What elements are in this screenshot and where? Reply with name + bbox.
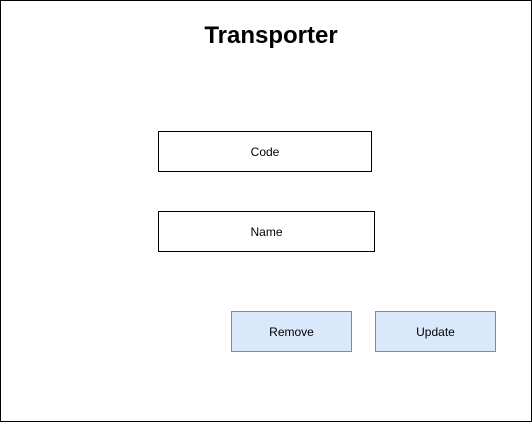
remove-button-label: Remove <box>269 324 314 339</box>
remove-button[interactable]: Remove <box>231 311 352 352</box>
code-field-label: Code <box>250 144 280 159</box>
page-title: Transporter <box>204 22 338 49</box>
update-button[interactable]: Update <box>375 311 496 352</box>
name-field[interactable]: Name <box>158 211 375 252</box>
update-button-label: Update <box>416 324 455 339</box>
name-field-label: Name <box>250 224 283 239</box>
code-field[interactable]: Code <box>158 131 372 172</box>
